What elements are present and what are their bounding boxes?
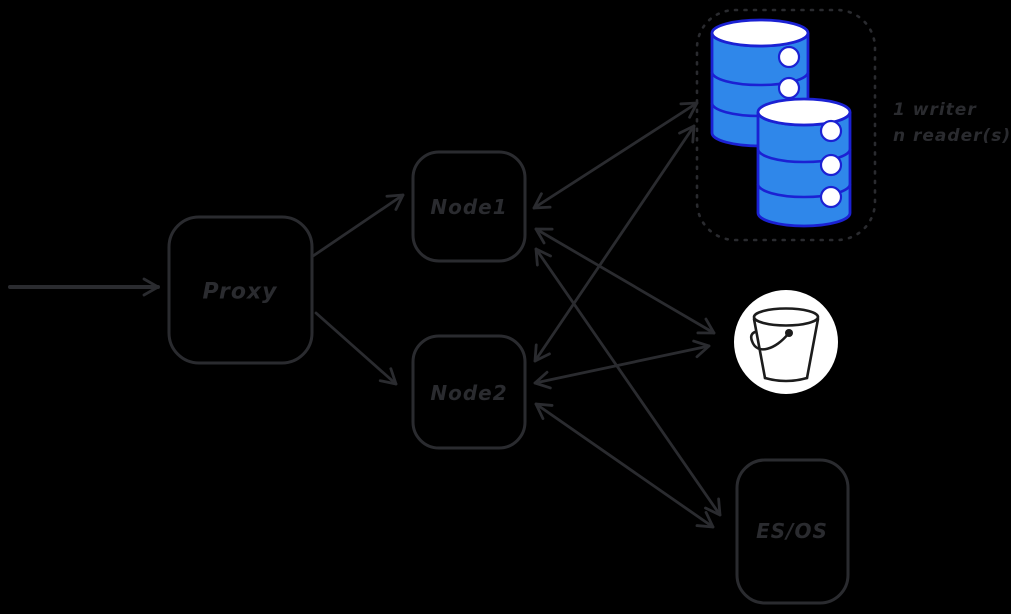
node1-box [411, 150, 527, 263]
edge-node2-esos [534, 402, 715, 529]
proxy-label: Proxy [202, 279, 278, 305]
node2-label: Node2 [430, 381, 508, 405]
edge-proxy-node2 [314, 311, 398, 386]
bucket-icon [734, 290, 838, 394]
db-cluster-annotation: 1 writer n reader(s) [893, 97, 1011, 149]
edge-node1-esos [534, 247, 722, 517]
edge-node1-bucket [534, 227, 716, 335]
db-cluster-boundary [695, 8, 877, 242]
node2-box [411, 334, 527, 450]
esos-label: ES/OS [756, 519, 828, 543]
database-cylinders-icon [710, 18, 852, 228]
proxy-box [167, 215, 314, 365]
edge-node2-db [533, 124, 696, 363]
annotation-line-1: 1 writer [893, 100, 977, 120]
annotation-line-2: n reader(s) [893, 126, 1011, 146]
edge-proxy-node1 [311, 193, 405, 258]
node1-label: Node1 [430, 195, 508, 219]
edge-node2-bucket [533, 339, 711, 390]
esos-box [735, 458, 850, 605]
